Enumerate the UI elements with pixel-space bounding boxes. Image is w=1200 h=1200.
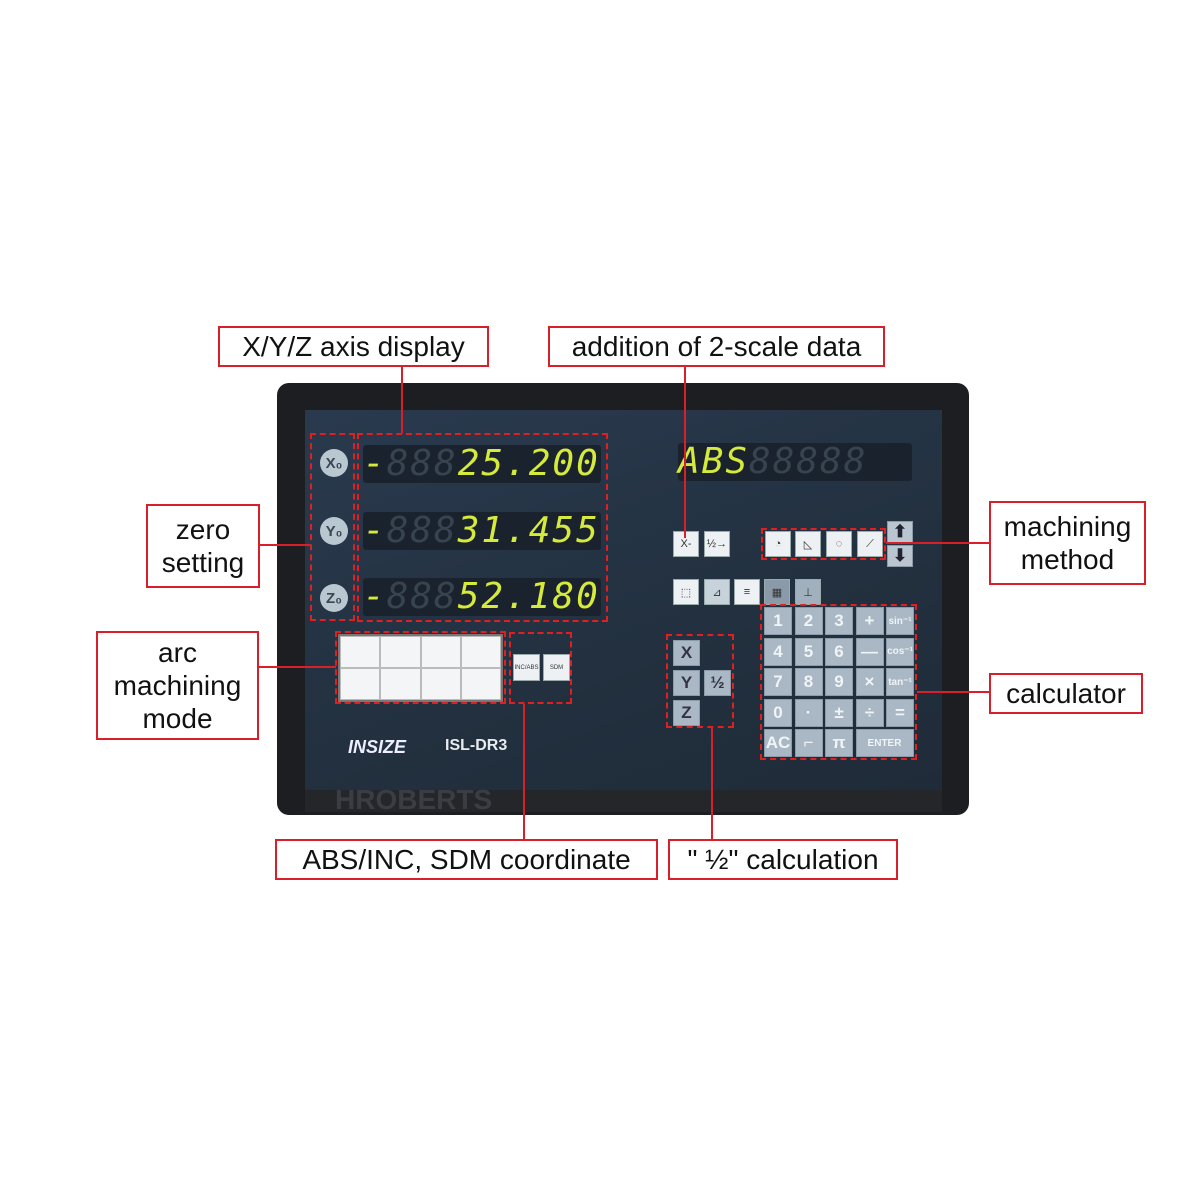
calc-key[interactable]: 1 <box>764 607 792 635</box>
arc-mode-7[interactable] <box>420 668 461 700</box>
calc-key[interactable]: 4 <box>764 637 792 666</box>
axis-display-highlight <box>357 433 608 622</box>
leader-line <box>711 728 713 839</box>
arc-mode-6[interactable] <box>380 668 421 700</box>
calc-key[interactable]: — <box>855 637 884 666</box>
arc-mode-panel[interactable] <box>338 634 503 702</box>
calc-key[interactable]: 3 <box>825 607 853 635</box>
zero-x-button[interactable]: X₀ <box>320 449 348 477</box>
label-addition: addition of 2-scale data <box>548 326 885 367</box>
leader-line <box>886 542 989 544</box>
calc-key[interactable]: tan⁻¹ <box>886 668 914 696</box>
leader-line <box>684 366 686 538</box>
calc-key[interactable]: ENTER <box>855 729 914 757</box>
add-scale-key[interactable]: X- <box>673 531 699 557</box>
half-key[interactable]: ½→ <box>704 531 730 557</box>
method-key-slope[interactable]: ◺ <box>795 531 821 557</box>
method-key-arc[interactable]: ◔ <box>765 531 791 557</box>
func-key-3[interactable]: ≡ <box>734 579 760 605</box>
calculator-key[interactable]: ▦ <box>764 579 790 605</box>
y-axis-display: -88831.455 <box>363 510 601 551</box>
calc-key[interactable]: 7 <box>764 668 792 696</box>
method-key-circle[interactable]: ◌ <box>826 531 852 557</box>
half-calc-key[interactable]: ½ <box>704 670 731 696</box>
calc-key[interactable]: 0 <box>764 698 792 727</box>
arc-mode-2[interactable] <box>380 636 421 668</box>
label-axis-display: X/Y/Z axis display <box>218 326 489 367</box>
arc-mode-8[interactable] <box>460 668 501 700</box>
z-sign: - <box>363 576 387 617</box>
leader-line <box>258 666 336 668</box>
label-calculator: calculator <box>989 673 1143 714</box>
calc-key[interactable]: ÷ <box>855 698 884 727</box>
down-arrow-key[interactable]: ⬇ <box>887 545 913 567</box>
calc-key[interactable]: cos⁻¹ <box>886 637 914 666</box>
leader-line <box>259 544 310 546</box>
zero-y-button[interactable]: Y₀ <box>320 517 348 545</box>
leader-line <box>917 691 989 693</box>
watermark: HROBERTS <box>335 784 493 815</box>
calc-key[interactable]: 8 <box>794 668 823 696</box>
label-zero-setting: zero setting <box>146 504 260 588</box>
calc-key[interactable]: 2 <box>794 607 823 635</box>
calc-key[interactable]: AC <box>764 729 792 757</box>
arc-mode-3[interactable] <box>420 636 461 668</box>
arc-mode-5[interactable] <box>340 668 381 700</box>
axis-key-z[interactable]: Z <box>673 700 700 726</box>
z-value: 52.180 <box>457 576 600 617</box>
method-key-line[interactable]: ⟋ <box>857 531 883 557</box>
label-machining-method: machining method <box>989 501 1146 585</box>
sdm-key[interactable]: SDM <box>543 654 570 681</box>
label-arc-mode: arc machining mode <box>96 631 259 740</box>
brand-logo: INSIZE <box>348 737 407 757</box>
z-axis-display: -88852.180 <box>363 576 601 617</box>
message-display: ABS88888 <box>678 443 912 481</box>
arc-mode-4[interactable] <box>460 636 501 668</box>
zero-setting-highlight <box>310 433 355 621</box>
axis-key-x[interactable]: X <box>673 640 700 666</box>
calc-key[interactable]: 9 <box>825 668 853 696</box>
calc-key[interactable]: sin⁻¹ <box>886 607 914 635</box>
calc-key[interactable]: + <box>855 607 884 635</box>
axis-key-y[interactable]: Y <box>673 670 700 696</box>
machining-method-highlight <box>761 528 886 560</box>
y-value: 31.455 <box>457 510 600 551</box>
abs-inc-key[interactable]: INC/ABS <box>513 654 540 681</box>
func-key-5[interactable]: ⊥ <box>795 579 821 605</box>
calc-key[interactable]: ± <box>825 698 853 727</box>
calc-key[interactable]: π <box>825 729 853 757</box>
arc-mode-1[interactable] <box>340 636 381 668</box>
label-half-calc: " ½" calculation <box>668 839 898 880</box>
calc-key[interactable]: 5 <box>794 637 823 666</box>
device-bottom-band <box>305 790 942 812</box>
calc-key[interactable]: · <box>794 698 823 727</box>
model-name: ISL-DR3 <box>445 737 508 754</box>
y-sign: - <box>363 510 387 551</box>
arc-mode-highlight <box>335 631 506 704</box>
up-arrow-key[interactable]: ⬆ <box>887 521 913 543</box>
message-text: ABS <box>678 441 750 482</box>
func-key-1[interactable]: ⬚ <box>673 579 699 605</box>
x-value: 25.200 <box>457 443 600 484</box>
calculator-highlight <box>760 604 917 760</box>
leader-line <box>523 704 525 839</box>
func-key-2[interactable]: ⊿ <box>704 579 730 605</box>
x-sign: - <box>363 443 387 484</box>
calc-key[interactable]: = <box>886 698 914 727</box>
abs-inc-highlight <box>509 632 572 704</box>
calc-key[interactable]: × <box>855 668 884 696</box>
leader-line <box>401 366 403 433</box>
x-axis-display: -88825.200 <box>363 443 601 484</box>
calc-key[interactable]: 6 <box>825 637 853 666</box>
zero-z-button[interactable]: Z₀ <box>320 584 348 612</box>
label-abs-inc: ABS/INC, SDM coordinate <box>275 839 658 880</box>
half-calc-highlight <box>666 634 734 728</box>
calc-key[interactable]: ⌐ <box>794 729 823 757</box>
